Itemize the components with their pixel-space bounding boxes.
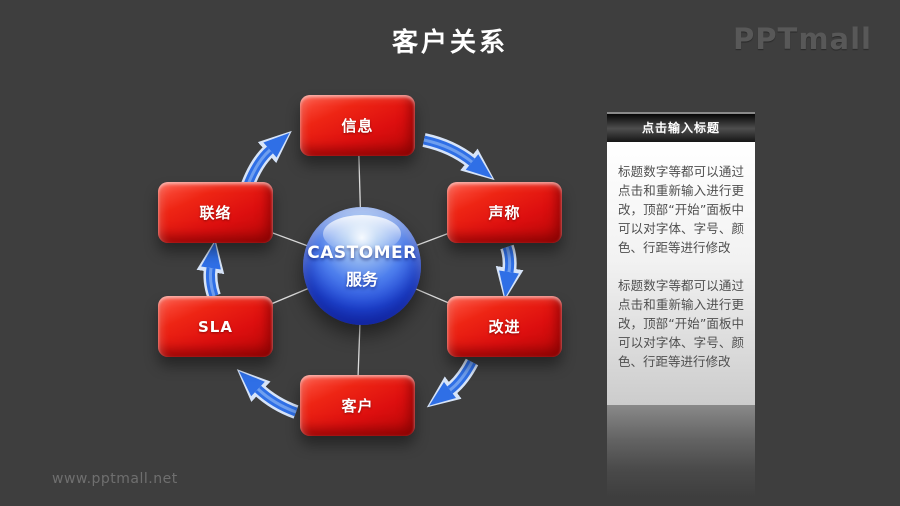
curved-arrow-info-to-claim-icon: [422, 133, 495, 181]
curved-arrow-sla-to-contact-icon: [196, 239, 225, 299]
side-panel: 点击输入标题 标题数字等都可以通过点击和重新输入进行更改，顶部“开始”面板中可以…: [607, 112, 755, 405]
curved-arrow-improve-to-customer-icon: [426, 358, 479, 408]
watermark-url: www.pptmall.net: [52, 471, 178, 487]
center-sphere-label-en: CASTOMER: [307, 242, 417, 263]
node-customer-label: 客户: [341, 397, 374, 415]
node-info: 信息: [300, 95, 415, 156]
node-contact-label: 联络: [199, 204, 232, 222]
side-panel-header: 点击输入标题: [607, 112, 755, 142]
pptmall-logo: PPTmall: [733, 22, 872, 56]
node-customer: 客户: [300, 375, 415, 436]
side-panel-paragraph: 标题数字等都可以通过点击和重新输入进行更改，顶部“开始”面板中可以对字体、字号、…: [618, 164, 744, 255]
node-improve: 改进: [447, 296, 562, 357]
node-improve-label: 改进: [488, 318, 521, 336]
curved-arrow-customer-to-sla-icon: [236, 369, 299, 419]
curved-arrow-claim-to-improve-icon: [495, 244, 524, 301]
node-sla-label: SLA: [198, 317, 233, 336]
center-sphere: CASTOMER 服务: [303, 207, 421, 325]
node-info-label: 信息: [341, 117, 374, 135]
node-contact: 联络: [158, 182, 273, 243]
center-sphere-label-cn: 服务: [345, 269, 378, 289]
page-title: 客户关系: [391, 28, 508, 58]
panel-reflection: [607, 405, 755, 497]
side-panel-paragraph: 标题数字等都可以通过点击和重新输入进行更改，顶部“开始”面板中可以对字体、字号、…: [618, 278, 744, 369]
node-claim: 声称: [447, 182, 562, 243]
node-sla: SLA: [158, 296, 273, 357]
node-claim-label: 声称: [488, 204, 521, 222]
side-panel-body: 标题数字等都可以通过点击和重新输入进行更改，顶部“开始”面板中可以对字体、字号、…: [607, 142, 755, 405]
